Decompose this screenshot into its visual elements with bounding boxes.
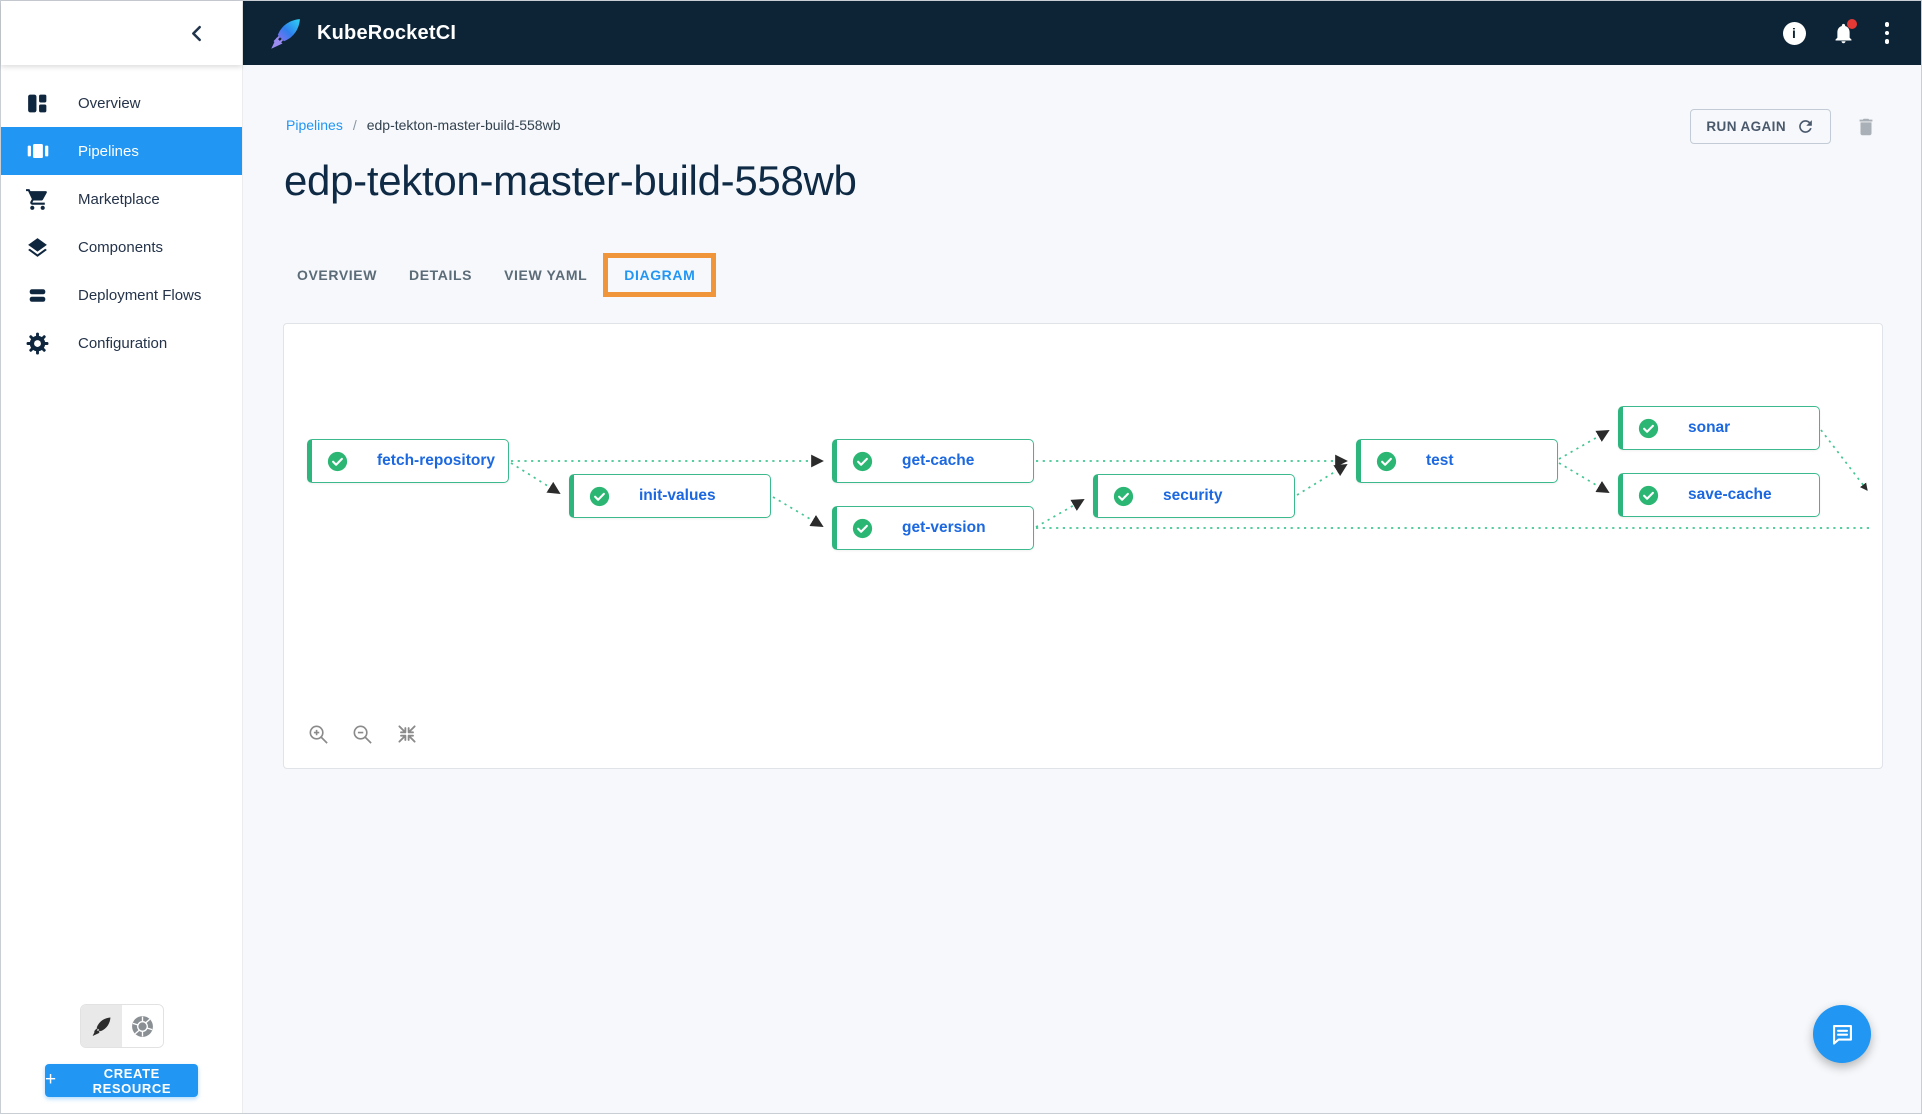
pipeline-diagram-panel[interactable]: fetch-repository init-values get-cache g… [283,323,1883,769]
check-circle-icon [589,486,610,507]
task-label: get-version [902,519,986,536]
dashboard-icon [24,90,51,117]
task-label: get-cache [902,452,975,469]
tab-view-yaml[interactable]: VIEW YAML [504,267,588,283]
tab-highlight-box: DIAGRAM [603,253,717,297]
task-node-sonar[interactable]: sonar [1618,406,1820,450]
tab-details[interactable]: DETAILS [409,267,473,283]
notification-badge [1846,18,1857,29]
sidebar-item-label: Marketplace [78,190,160,208]
task-node-init-values[interactable]: init-values [569,474,771,518]
notifications-button[interactable] [1832,18,1857,45]
task-node-test[interactable]: test [1356,439,1558,483]
sidebar-item-label: Configuration [78,334,168,352]
chevron-left-icon[interactable] [189,25,204,42]
page-title: edp-tekton-master-build-558wb [284,157,857,204]
info-icon[interactable]: i [1782,21,1806,45]
task-label: fetch-repository [377,452,495,469]
tab-overview[interactable]: OVERVIEW [297,267,378,283]
kubernetes-icon[interactable] [121,1005,163,1047]
task-node-save-cache[interactable]: save-cache [1618,473,1820,517]
sidebar-item-marketplace[interactable]: Marketplace [1,175,242,223]
sidebar-nav: Overview Pipelines Marketplace [1,65,242,367]
breadcrumb-separator: / [352,117,357,133]
sidebar-item-label: Pipelines [78,142,139,160]
sidebar-header [1,1,242,65]
diagram-edges [510,429,1871,529]
layers-icon [24,234,51,261]
fit-view-icon[interactable] [395,722,419,746]
check-circle-icon [852,518,873,539]
breadcrumb: Pipelines / edp-tekton-master-build-558w… [286,117,560,133]
sidebar-item-overview[interactable]: Overview [1,79,242,127]
tab-bar: OVERVIEW DETAILS VIEW YAML DIAGRAM [297,251,732,299]
sidebar-item-label: Overview [78,94,141,112]
task-label: save-cache [1688,486,1772,503]
create-resource-label: CREATE RESOURCE [92,1065,172,1096]
chat-icon [1829,1021,1856,1048]
check-circle-icon [327,451,348,472]
task-node-security[interactable]: security [1093,474,1295,518]
check-circle-icon [1638,485,1659,506]
task-node-get-cache[interactable]: get-cache [832,439,1034,483]
check-circle-icon [1113,486,1134,507]
cart-icon [24,186,51,213]
sidebar: Overview Pipelines Marketplace [1,1,243,1113]
rocket-icon[interactable] [80,1005,122,1047]
tab-diagram[interactable]: DIAGRAM [624,267,696,283]
platform-toggle-group [79,1004,164,1048]
app-title: KubeRocketCI [317,21,457,44]
kebab-menu-icon[interactable] [1881,20,1894,46]
stacks-icon [24,282,51,309]
diagram-controls [307,722,419,746]
check-circle-icon [1638,418,1659,439]
task-node-fetch-repository[interactable]: fetch-repository [307,439,509,483]
sidebar-item-pipelines[interactable]: Pipelines [1,127,242,175]
check-circle-icon [1376,451,1397,472]
plus-icon: + [45,1069,57,1090]
check-circle-icon [852,451,873,472]
sidebar-item-label: Components [78,238,164,256]
task-label: sonar [1688,419,1731,436]
zoom-in-icon[interactable] [307,723,330,746]
trash-icon[interactable] [1855,115,1877,139]
task-label: init-values [639,487,716,504]
sidebar-item-deployment-flows[interactable]: Deployment Flows [1,271,242,319]
breadcrumb-current: edp-tekton-master-build-558wb [366,117,561,133]
breadcrumb-pipelines-link[interactable]: Pipelines [286,117,343,133]
pipelines-icon [24,138,51,165]
gear-icon [24,330,51,357]
sidebar-item-components[interactable]: Components [1,223,242,271]
main-content: Pipelines / edp-tekton-master-build-558w… [243,65,1921,1113]
bell-icon [1832,22,1855,45]
brand: KubeRocketCI [267,15,456,52]
sidebar-item-configuration[interactable]: Configuration [1,319,242,367]
task-label: test [1426,452,1454,469]
sidebar-item-label: Deployment Flows [78,286,202,304]
task-label: security [1163,487,1223,504]
rocket-logo-icon [267,15,304,52]
top-app-bar: KubeRocketCI i [1,1,1921,65]
refresh-icon [1796,117,1815,136]
create-resource-button[interactable]: + CREATE RESOURCE [45,1064,198,1097]
zoom-out-icon[interactable] [351,723,374,746]
run-again-label: RUN AGAIN [1706,119,1786,134]
chat-fab-button[interactable] [1813,1005,1871,1063]
task-node-get-version[interactable]: get-version [832,506,1034,550]
run-again-button[interactable]: RUN AGAIN [1690,109,1831,144]
